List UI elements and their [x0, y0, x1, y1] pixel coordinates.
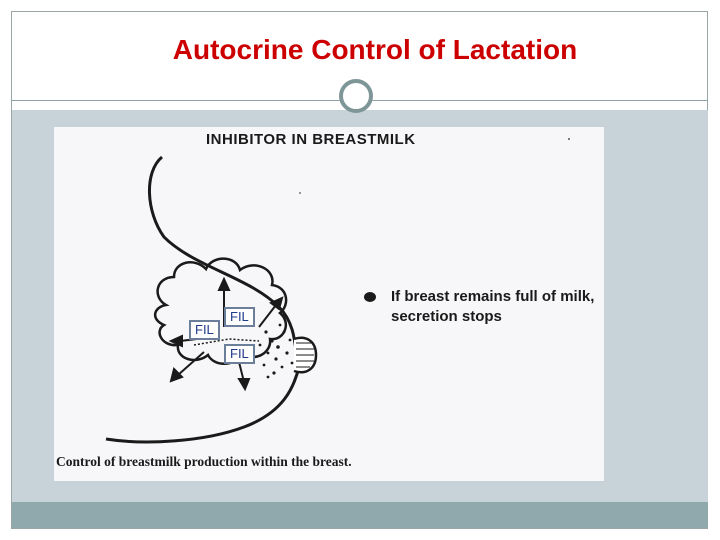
bullet-dot — [364, 292, 376, 302]
diagram-note: If breast remains full of milk, secretio… — [364, 287, 604, 327]
speck — [299, 192, 301, 194]
slide-title: Autocrine Control of Lactation — [172, 34, 578, 65]
diagram-heading: INHIBITOR IN BREASTMILK — [206, 131, 416, 148]
alveoli-cloud — [154, 257, 288, 365]
milk-droplets — [258, 323, 294, 379]
breast-diagram-image: INHIBITOR IN BREASTMILK If breast remain… — [54, 127, 604, 481]
divider-ring-ornament — [339, 79, 373, 113]
diagram-note-text: If breast remains full of milk, secretio… — [391, 288, 595, 325]
nipple-texture — [296, 342, 314, 368]
fil-label: FIL — [224, 307, 255, 327]
fil-label: FIL — [189, 320, 220, 340]
breast-outline — [105, 155, 301, 444]
footer-bar — [12, 502, 708, 528]
breast-illustration — [105, 138, 570, 444]
fil-label: FIL — [224, 344, 255, 364]
diagram-caption: Control of breastmilk production within … — [56, 454, 352, 469]
speck — [568, 138, 570, 140]
